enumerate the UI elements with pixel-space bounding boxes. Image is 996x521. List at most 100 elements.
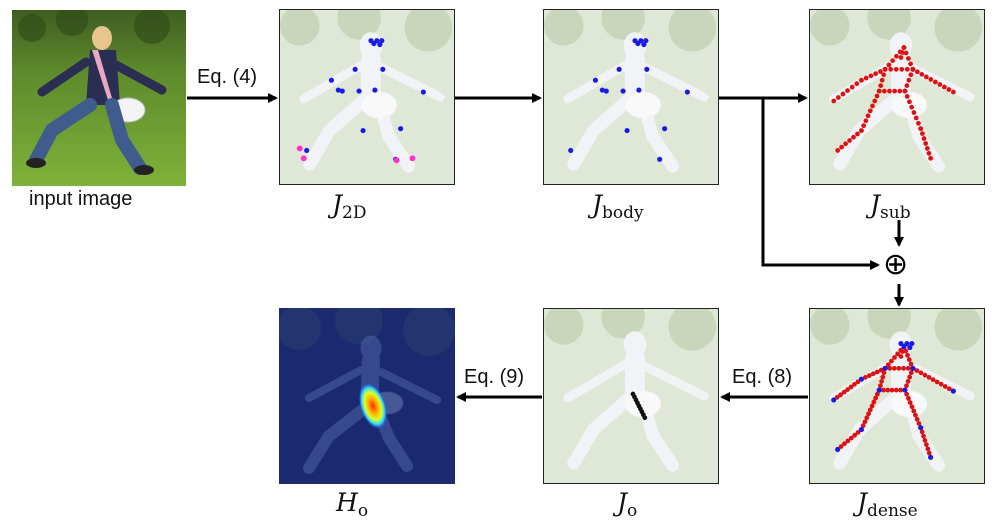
skeleton-point bbox=[887, 365, 893, 371]
skeleton-point bbox=[921, 433, 926, 439]
skeleton-point bbox=[831, 98, 837, 104]
skeleton-point bbox=[937, 82, 943, 87]
skeleton-point bbox=[908, 61, 913, 67]
skeleton-point bbox=[903, 50, 909, 56]
skeleton-point bbox=[843, 141, 848, 147]
panel-jsub bbox=[809, 9, 985, 185]
skeleton-point bbox=[906, 77, 912, 83]
keypoint bbox=[909, 341, 915, 347]
keypoint bbox=[882, 365, 888, 371]
skeleton-point bbox=[890, 58, 896, 63]
keypoint bbox=[624, 128, 630, 134]
skeleton-point bbox=[881, 72, 887, 78]
keypoint bbox=[831, 397, 837, 403]
skeleton-point bbox=[930, 377, 936, 383]
skeleton-point bbox=[903, 348, 909, 354]
skeleton-point bbox=[862, 419, 868, 425]
skeleton-point bbox=[872, 98, 878, 104]
keypoint bbox=[858, 376, 864, 382]
skeleton-point bbox=[835, 95, 841, 100]
skeleton-point bbox=[847, 138, 852, 143]
panel-jo bbox=[543, 308, 719, 484]
keypoint bbox=[379, 38, 385, 44]
skeleton-point bbox=[923, 141, 929, 146]
skeleton-point bbox=[889, 358, 894, 364]
keypoint bbox=[328, 77, 334, 83]
skeleton-point bbox=[914, 416, 920, 422]
skeleton-point bbox=[911, 408, 917, 414]
skeleton-point bbox=[862, 375, 868, 380]
skeleton-point bbox=[875, 391, 880, 397]
skeleton-point bbox=[870, 371, 876, 377]
keypoint bbox=[371, 41, 377, 47]
skeleton-point bbox=[854, 81, 860, 87]
skeleton-point bbox=[874, 369, 880, 375]
skeleton-point bbox=[897, 88, 903, 94]
jbody-keypoints bbox=[568, 38, 690, 162]
skeleton-point bbox=[881, 387, 886, 393]
skeleton-point bbox=[851, 134, 856, 140]
skeleton-point bbox=[909, 104, 915, 110]
skeleton-point bbox=[923, 74, 929, 80]
skeleton-point bbox=[946, 386, 952, 392]
skeleton-point bbox=[849, 84, 855, 90]
skeleton-point bbox=[874, 93, 880, 99]
skeleton-point bbox=[867, 407, 873, 413]
skeleton-point bbox=[918, 126, 924, 132]
skeleton-point bbox=[885, 362, 891, 368]
skeleton-point bbox=[926, 150, 932, 156]
keypoint bbox=[858, 427, 864, 433]
skeleton-point bbox=[848, 384, 854, 390]
skeleton-point bbox=[924, 442, 929, 447]
skeleton-point bbox=[946, 87, 952, 92]
skeleton-point bbox=[841, 389, 847, 395]
label-jo: Jo bbox=[617, 488, 638, 521]
keypoint bbox=[907, 344, 913, 351]
skeleton-point bbox=[904, 94, 910, 99]
skeleton-point bbox=[878, 83, 884, 89]
skeleton-point bbox=[910, 66, 916, 72]
skeleton-point bbox=[896, 365, 902, 371]
skeleton-point bbox=[893, 387, 899, 393]
label-ho: Ho bbox=[336, 488, 369, 521]
skeleton-point bbox=[848, 435, 854, 441]
keypoint bbox=[950, 388, 956, 394]
skeleton-point bbox=[889, 387, 895, 393]
keypoint bbox=[568, 147, 574, 153]
skeleton-point bbox=[863, 118, 869, 124]
skeleton-point bbox=[906, 396, 911, 401]
skeleton-point bbox=[914, 368, 920, 373]
skeleton-point bbox=[926, 450, 932, 456]
skeleton-point bbox=[838, 392, 844, 398]
skeleton-point bbox=[881, 88, 887, 94]
keypoint bbox=[335, 87, 341, 93]
eq8-label: Eq. (8) bbox=[732, 366, 793, 388]
label-jsub: Jsub bbox=[870, 190, 911, 223]
skeleton-point bbox=[905, 378, 911, 384]
skeleton-point bbox=[907, 99, 912, 105]
keypoint bbox=[641, 42, 647, 48]
skeleton-point bbox=[855, 379, 861, 385]
skeleton-point bbox=[870, 103, 875, 109]
keypoint bbox=[901, 343, 907, 350]
skeleton-point bbox=[904, 383, 909, 389]
skeleton-point bbox=[893, 66, 899, 72]
skeleton-point bbox=[852, 382, 857, 387]
skeleton-point bbox=[899, 66, 905, 72]
foot-keypoint bbox=[393, 157, 400, 164]
skeleton-point bbox=[922, 372, 928, 378]
skeleton-point bbox=[880, 374, 886, 380]
skeleton-point bbox=[907, 400, 913, 405]
keypoint bbox=[616, 66, 622, 72]
skeleton-point bbox=[902, 88, 908, 94]
input-image bbox=[12, 10, 186, 186]
label-j2d: J2D bbox=[332, 190, 367, 223]
skeleton-point bbox=[892, 88, 897, 94]
foot-keypoint bbox=[409, 155, 416, 162]
skeleton-point bbox=[934, 379, 940, 385]
jo-object-points bbox=[630, 391, 648, 421]
keypoint bbox=[643, 38, 649, 44]
keypoint bbox=[684, 89, 690, 95]
skeleton-point bbox=[922, 437, 928, 443]
skeleton-point bbox=[905, 352, 910, 358]
